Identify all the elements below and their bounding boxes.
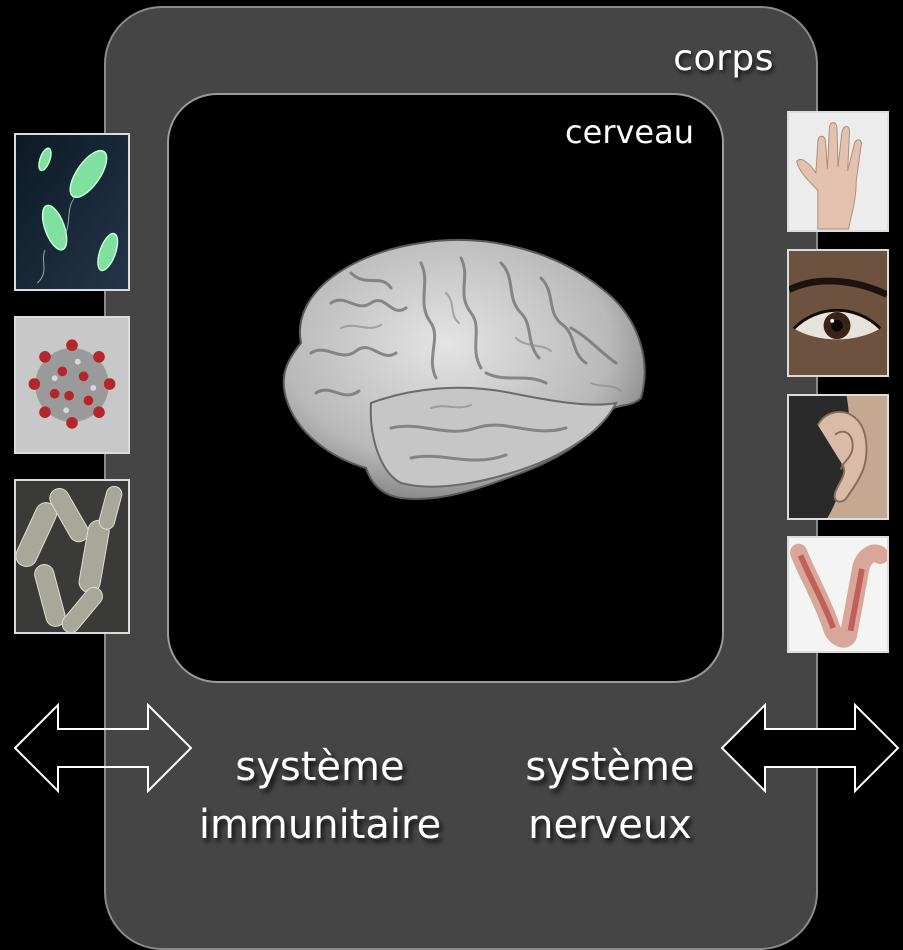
corps-label: corps [106,38,774,79]
eye-image [787,249,889,377]
bacteria-image [14,133,130,291]
nervous-label-line2: nerveux [480,796,740,854]
arm-muscle-image [787,536,889,653]
nervous-system-label: système nerveux [480,738,740,854]
immune-label-line1: système [180,738,460,796]
virus-image [14,316,130,454]
immune-system-label: système immunitaire [180,738,460,854]
ear-image [787,394,889,520]
cerveau-label: cerveau [565,113,694,151]
immune-label-line2: immunitaire [180,796,460,854]
immune-double-arrow-icon [14,703,192,793]
nervous-double-arrow-icon [721,703,899,793]
nervous-label-line1: système [480,738,740,796]
hand-image [787,111,889,232]
brain-image [271,233,649,513]
bacilli-image [14,479,130,634]
cerveau-region: cerveau [167,93,724,683]
